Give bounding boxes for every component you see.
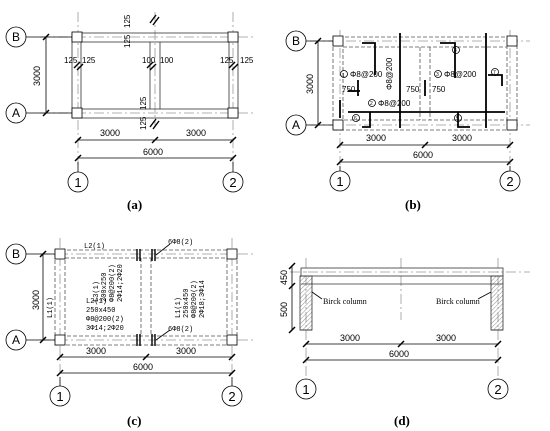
dim-bay-height: 3000 xyxy=(305,74,315,94)
beam-v-stirrup: Φ8@200(2) xyxy=(109,264,117,302)
tag: 125 xyxy=(139,96,148,110)
dim-750: 750 xyxy=(342,85,356,94)
grid-label-1: 1 xyxy=(336,174,343,189)
brick-column-label-left: Birck column xyxy=(323,297,367,306)
grid-label-2: 2 xyxy=(228,389,235,404)
grid-label-2: 2 xyxy=(229,175,236,190)
dim-left: 3000 xyxy=(366,133,386,143)
beam-v-bars: 2Φ14;2Φ20 xyxy=(117,264,125,302)
beam-r-bars: 2Φ18;3Φ14 xyxy=(199,280,207,318)
dim-total: 6000 xyxy=(133,362,153,372)
marker-number: 3 xyxy=(436,72,439,78)
beam-mid-name: L2(1) xyxy=(86,298,107,306)
dim-mid: 500 xyxy=(279,302,289,317)
panel-c xyxy=(5,238,255,407)
beam-r-stirrup: Φ8@200(2) xyxy=(191,280,199,318)
rebar-label: Φ8@200 xyxy=(378,99,411,108)
beam-left-side: L1(1) xyxy=(47,297,55,318)
grid-label-1: 1 xyxy=(74,175,81,190)
hanger-top: 6Φ8(2) xyxy=(168,239,193,247)
beam-r-name: L1(1) xyxy=(175,297,183,318)
brick-column-label-right: Birck column xyxy=(436,297,480,306)
tag: 125 xyxy=(123,14,132,28)
marker-number: 2 xyxy=(370,101,373,107)
beam-top-label: L2(1) xyxy=(84,243,105,251)
grid-label-1: 1 xyxy=(302,382,309,397)
panel-c-text: B A 1 2 3000 3000 3000 6000 L2(1) L1(1) … xyxy=(12,239,236,404)
grid-label-b: B xyxy=(12,30,20,44)
panel-a xyxy=(5,12,255,193)
tag: 125 xyxy=(64,56,78,65)
caption-d: (d) xyxy=(394,413,410,428)
grid-label-2: 2 xyxy=(494,382,501,397)
dim-left: 3000 xyxy=(86,346,106,356)
dim-total: 6000 xyxy=(413,150,433,160)
dim-left: 3000 xyxy=(340,333,360,343)
hanger-bottom: 6Φ8(2) xyxy=(168,326,193,334)
grid-label-a: A xyxy=(292,118,300,132)
dim-750: 750 xyxy=(406,85,420,94)
dim-total: 6000 xyxy=(143,147,163,157)
rebar-label: Φ8@200 xyxy=(385,57,394,90)
brick-column-left xyxy=(299,275,313,331)
panel-d xyxy=(288,258,530,400)
break-mark xyxy=(73,14,239,130)
caption-b: (b) xyxy=(405,197,421,212)
marker-number: 5 xyxy=(456,116,459,122)
beam-r-size: 250x450 xyxy=(183,289,191,318)
panel-b xyxy=(285,30,530,192)
panel-a-text: B A 1 2 3000 3000 3000 6000 125 125 125 … xyxy=(12,14,254,190)
tag: 125 xyxy=(82,56,96,65)
tag: 100 xyxy=(142,56,156,65)
dim-750: 750 xyxy=(432,85,446,94)
grid-label-b: B xyxy=(12,247,20,261)
marker-number: 6 xyxy=(354,116,357,122)
marker-number: 7 xyxy=(493,70,496,76)
beam-mid-stirrup: Φ8@200(2) xyxy=(86,316,124,324)
rebar-label: Φ8@200 xyxy=(444,70,477,79)
caption-a: (a) xyxy=(127,197,143,212)
beam-mid-size: 250x450 xyxy=(86,307,115,315)
dim-bay-height: 3000 xyxy=(31,290,41,310)
dim-bay-height: 3000 xyxy=(32,66,42,86)
grid-label-b: B xyxy=(292,34,300,48)
grid-label-a: A xyxy=(12,106,20,120)
panel-d-text: 1 2 450 500 3000 3000 6000 Birck column … xyxy=(279,270,502,397)
dim-right: 3000 xyxy=(436,333,456,343)
dim-right: 3000 xyxy=(186,128,206,138)
dim-top: 450 xyxy=(279,270,289,285)
grid-label-1: 1 xyxy=(56,389,63,404)
marker-number: 1 xyxy=(342,73,345,79)
caption-c: (c) xyxy=(127,413,142,428)
grid-label-a: A xyxy=(12,333,20,347)
rebar-label: Φ8@200 xyxy=(350,70,383,79)
dim-left: 3000 xyxy=(100,128,120,138)
brick-column-right xyxy=(490,275,504,331)
tag: 100 xyxy=(160,56,174,65)
tag: 125 xyxy=(139,116,148,130)
tag: 125 xyxy=(123,34,132,48)
beam-v-size: 200x250 xyxy=(101,273,109,302)
panel-b-text: B A 1 2 3000 3000 3000 6000 Φ8@200 Φ8@20… xyxy=(292,34,514,189)
beam-mid-bars: 3Φ14;2Φ20 xyxy=(86,325,124,333)
dim-right: 3000 xyxy=(176,346,196,356)
grid-label-2: 2 xyxy=(506,174,513,189)
tag: 125 xyxy=(240,56,254,65)
dim-right: 3000 xyxy=(452,133,472,143)
beam-v-name: L3(1) xyxy=(93,281,101,302)
tag: 125 xyxy=(220,56,234,65)
marker-number: 4 xyxy=(454,48,457,54)
dim-total: 6000 xyxy=(389,349,409,359)
